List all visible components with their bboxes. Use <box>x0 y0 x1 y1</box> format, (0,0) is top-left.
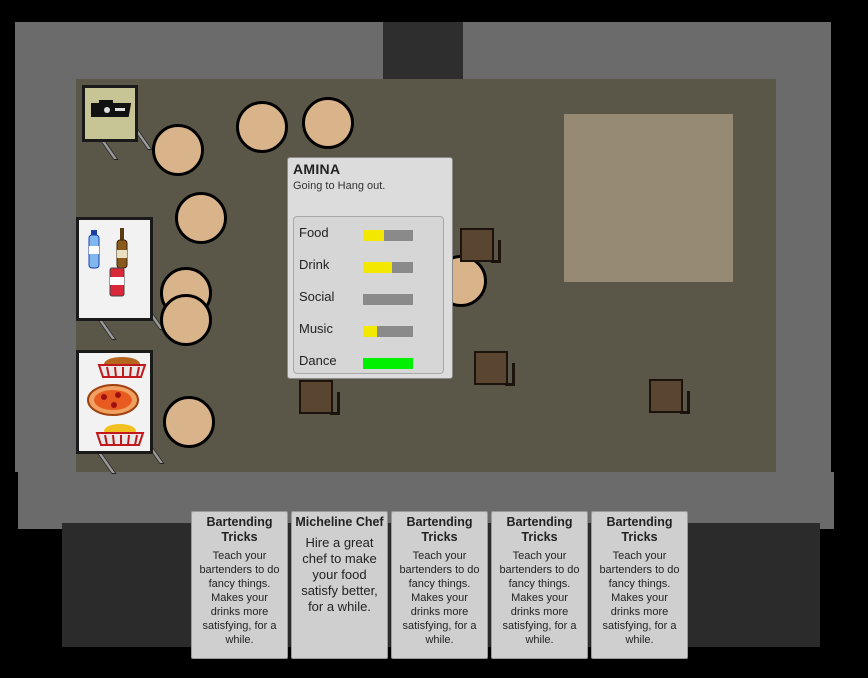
card-description: Teach your bartenders to do fancy things… <box>599 550 680 646</box>
need-music: Music <box>299 321 439 339</box>
customer-name: AMINA <box>293 161 341 177</box>
fries-basket-icon <box>95 421 145 452</box>
card-title: Bartending Tricks <box>506 515 573 544</box>
round-table[interactable] <box>302 97 354 149</box>
card-title: Bartending Tricks <box>206 515 273 544</box>
upgrade-card-bartending-tricks[interactable]: Bartending Tricks Teach your bartenders … <box>591 511 688 659</box>
need-label: Social <box>299 289 335 304</box>
card-description: Teach your bartenders to do fancy things… <box>399 550 480 646</box>
need-food: Food <box>299 225 439 243</box>
entrance-door <box>383 22 463 79</box>
food-counter[interactable] <box>76 350 153 454</box>
customer-status: Going to Hang out. <box>293 180 386 192</box>
need-label: Dance <box>299 353 337 368</box>
round-table[interactable] <box>175 192 227 244</box>
need-social: Social <box>299 289 439 307</box>
need-label: Food <box>299 225 329 240</box>
soda-can-icon <box>109 267 125 302</box>
upgrade-card-bartending-tricks[interactable]: Bartending Tricks Teach your bartenders … <box>391 511 488 659</box>
water-bottle-icon <box>87 230 101 275</box>
chicken-basket-icon <box>97 355 147 384</box>
upgrade-card-micheline-chef[interactable]: Micheline Chef Hire a great chef to make… <box>291 511 388 659</box>
card-title: Bartending Tricks <box>606 515 673 544</box>
needs-list: Food Drink Social Music Dance <box>293 216 444 374</box>
stool[interactable] <box>299 380 340 415</box>
need-bar-fill <box>363 326 377 337</box>
need-bar-track <box>363 230 413 241</box>
stool[interactable] <box>474 351 515 386</box>
round-table[interactable] <box>160 294 212 346</box>
customer-info-panel: AMINA Going to Hang out. Food Drink Soci… <box>287 157 453 379</box>
need-drink: Drink <box>299 257 439 275</box>
card-description: Hire a great chef to make your food sati… <box>301 535 378 614</box>
card-title: Bartending Tricks <box>406 515 473 544</box>
wall-top-left <box>15 22 383 79</box>
pizza-icon <box>86 383 140 422</box>
need-bar-track <box>363 358 413 369</box>
need-bar-fill <box>363 230 384 241</box>
need-label: Drink <box>299 257 330 272</box>
need-label: Music <box>299 321 333 336</box>
need-bar-track <box>363 326 413 337</box>
round-table[interactable] <box>163 396 215 448</box>
card-description: Teach your bartenders to do fancy things… <box>499 550 580 646</box>
stool[interactable] <box>460 228 501 263</box>
need-bar-fill <box>363 262 392 273</box>
wall-top-right <box>463 22 831 79</box>
need-bar-track <box>363 294 413 305</box>
beer-bottle-icon <box>115 228 129 275</box>
round-table[interactable] <box>236 101 288 153</box>
need-dance: Dance <box>299 353 439 371</box>
wall-right <box>776 60 831 472</box>
card-title: Micheline Chef <box>295 515 384 529</box>
upgrade-card-bartending-tricks[interactable]: Bartending Tricks Teach your bartenders … <box>491 511 588 659</box>
round-table[interactable] <box>152 124 204 176</box>
stereo-station[interactable] <box>82 85 138 142</box>
card-description: Teach your bartenders to do fancy things… <box>199 550 280 646</box>
need-bar-track <box>363 262 413 273</box>
need-bar-fill <box>363 358 413 369</box>
drinks-counter[interactable] <box>76 217 153 321</box>
upgrade-card-bartending-tricks[interactable]: Bartending Tricks Teach your bartenders … <box>191 511 288 659</box>
wall-left <box>15 79 76 472</box>
stool[interactable] <box>649 379 690 414</box>
dance-floor[interactable] <box>564 114 733 282</box>
